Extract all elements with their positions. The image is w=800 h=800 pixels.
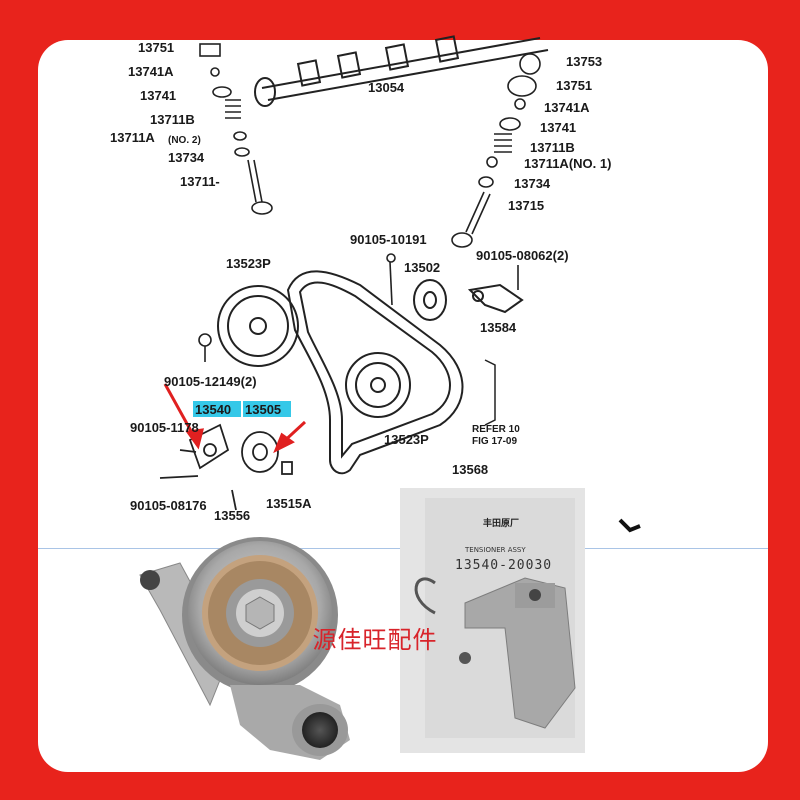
red-arrows xyxy=(163,383,307,454)
crank-pulley xyxy=(345,352,411,418)
label-13505: 13505 xyxy=(245,402,281,417)
package-stamp: 丰田原厂 xyxy=(483,519,520,529)
package-title: TENSIONER ASSY xyxy=(465,546,526,554)
label-90105-10191: 90105-10191 xyxy=(350,232,427,247)
label-13540: 13540 xyxy=(195,402,231,417)
camshaft xyxy=(254,35,549,107)
label-90105-1178: 90105-1178 xyxy=(130,420,199,435)
label-13734-left: 13734 xyxy=(168,150,205,165)
label-13568: 13568 xyxy=(452,462,488,477)
label-90105-08176: 90105-08176 xyxy=(130,498,207,513)
label-13523p-top: 13523P xyxy=(226,256,271,271)
bolts xyxy=(198,253,519,362)
marker-icon xyxy=(618,518,641,533)
label-13515a: 13515A xyxy=(266,496,312,511)
label-13741-left: 13741 xyxy=(140,88,176,103)
label-13523p-bottom: 13523P xyxy=(384,432,429,447)
idler-pulley xyxy=(413,279,447,321)
label-13711a-right: 13711A(NO. 1) xyxy=(524,156,611,171)
label-13734-right: 13734 xyxy=(514,176,551,191)
label-13711a-left-note: (NO. 2) xyxy=(168,135,201,146)
label-90105-12149: 90105-12149(2) xyxy=(164,374,257,389)
label-13711-left: 13711- xyxy=(180,174,220,189)
tensioner-pulley-photo xyxy=(139,537,350,760)
label-13502: 13502 xyxy=(404,260,440,275)
label-13751-right: 13751 xyxy=(556,78,592,93)
label-13711b-left: 13711B xyxy=(150,112,195,127)
label-13741a-right: 13741A xyxy=(544,100,590,115)
cam-pulley xyxy=(217,285,299,367)
label-13753: 13753 xyxy=(566,54,602,69)
highlight-13540 xyxy=(193,401,241,417)
label-13741-right: 13741 xyxy=(540,120,576,135)
tensioner-package-photo: 丰田原厂 TENSIONER ASSY 13540-20030 xyxy=(395,488,590,753)
label-refer-2: FIG 17-09 xyxy=(472,436,517,447)
label-13751-top: 13751 xyxy=(138,40,174,55)
shop-watermark: 源佳旺配件 xyxy=(312,626,438,654)
label-13715: 13715 xyxy=(508,198,544,213)
package-part-number: 13540-20030 xyxy=(455,558,553,573)
label-13556: 13556 xyxy=(214,508,250,523)
highlight-13505 xyxy=(243,401,291,417)
left-valve-stack xyxy=(199,43,273,215)
label-13741a-left: 13741A xyxy=(128,64,174,79)
label-refer-1: REFER 10 xyxy=(472,424,520,435)
label-13054: 13054 xyxy=(368,80,405,95)
tensioner-diagram xyxy=(159,423,293,511)
right-valve-stack xyxy=(451,53,541,248)
label-13584: 13584 xyxy=(480,320,517,335)
bracket-13584 xyxy=(467,283,524,314)
refer-box xyxy=(484,359,496,426)
label-13711b-right: 13711B xyxy=(530,140,575,155)
timing-belt xyxy=(286,270,464,475)
label-90105-08062: 90105-08062(2) xyxy=(476,248,569,263)
label-13711a-left: 13711A xyxy=(110,130,155,145)
